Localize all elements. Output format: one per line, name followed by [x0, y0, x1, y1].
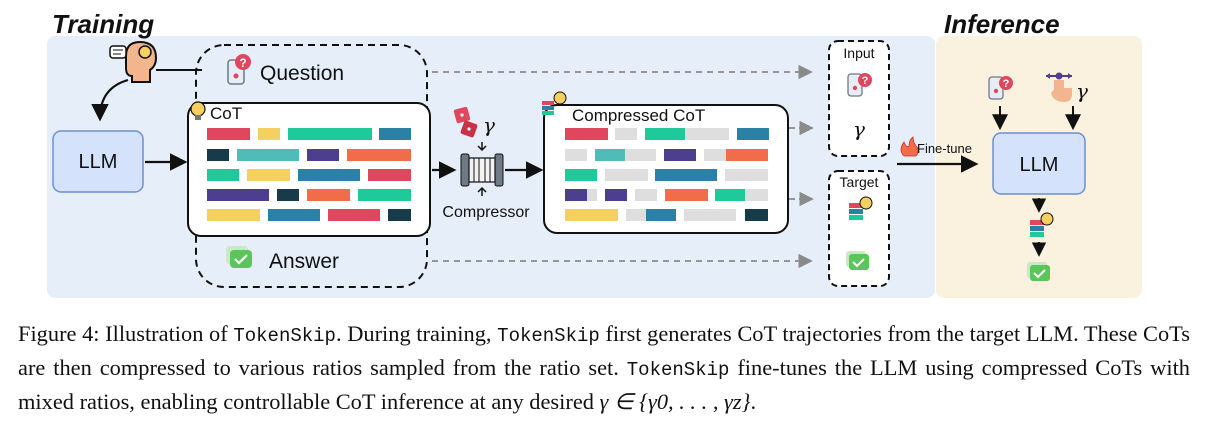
- svg-text:?: ?: [862, 75, 869, 87]
- figure-caption: Figure 4: Illustration of TokenSkip. Dur…: [18, 318, 1190, 418]
- target-answer-check-icon: [846, 251, 869, 270]
- caption-tool-name-3: TokenSkip: [626, 359, 730, 381]
- caption-text-4: fine-tunes the LLM using compressed CoTs…: [18, 355, 1190, 414]
- inference-title: Inference: [944, 9, 1060, 39]
- inference-gamma-symbol: γ: [1076, 79, 1088, 103]
- compressor-label: Compressor: [442, 204, 530, 221]
- compressed-cot-icon: [542, 91, 567, 115]
- svg-text:?: ?: [1003, 78, 1010, 90]
- inference-compressed-cot-icon: [1030, 212, 1054, 237]
- caption-tool-name-2: TokenSkip: [497, 325, 600, 347]
- llm-label-training: LLM: [79, 151, 118, 173]
- caption-end: .: [750, 389, 757, 414]
- target-label: Target: [840, 174, 879, 190]
- caption-label: Figure 4: Illustration of: [18, 321, 234, 346]
- fire-icon: [900, 136, 919, 157]
- caption-math: γ ∈ {γ0, . . . , γz}: [599, 389, 751, 414]
- thinking-head-icon: [109, 40, 158, 83]
- question-label: Question: [260, 62, 344, 85]
- input-label: Input: [843, 45, 874, 61]
- cot-lightbulb-icon: [190, 101, 206, 120]
- tokenskip-figure: Training Inference LLM ? Question CoT: [47, 9, 1142, 298]
- compressor-icon: [460, 142, 504, 196]
- cot-label: CoT: [210, 104, 242, 123]
- caption-text-3: first generates CoT trajectories from th…: [18, 321, 1190, 380]
- slider-hand-icon: [1046, 72, 1072, 102]
- caption-text-2: . During training,: [335, 321, 498, 346]
- training-title: Training: [52, 9, 154, 39]
- input-dashed-box: [828, 40, 890, 157]
- inference-question-icon: ?: [988, 76, 1013, 100]
- target-compressed-cot-icon: [849, 196, 873, 220]
- question-phone-icon: ?: [227, 54, 251, 85]
- input-question-icon: ?: [847, 73, 872, 97]
- gamma-symbol-compressor: γ: [483, 113, 495, 137]
- cot-token-bars: [207, 128, 411, 221]
- finetune-label: Fine-tune: [917, 141, 972, 156]
- caption-tool-name-1: TokenSkip: [233, 325, 336, 347]
- svg-text:?: ?: [239, 56, 246, 70]
- llm-box-inference: [992, 132, 1086, 195]
- inference-answer-check-icon: [1027, 262, 1050, 281]
- input-gamma-symbol: γ: [853, 117, 865, 141]
- answer-check-icon: [226, 246, 252, 268]
- llm-label-inference: LLM: [1020, 154, 1059, 176]
- answer-label: Answer: [269, 250, 339, 273]
- dice-icon: [453, 106, 478, 138]
- target-dashed-box: [828, 170, 890, 287]
- compressed-cot-label: Compressed CoT: [572, 106, 705, 125]
- llm-box-training: [52, 130, 144, 193]
- compressed-token-bars: [565, 128, 769, 221]
- head-to-llm-arrow: [91, 78, 129, 122]
